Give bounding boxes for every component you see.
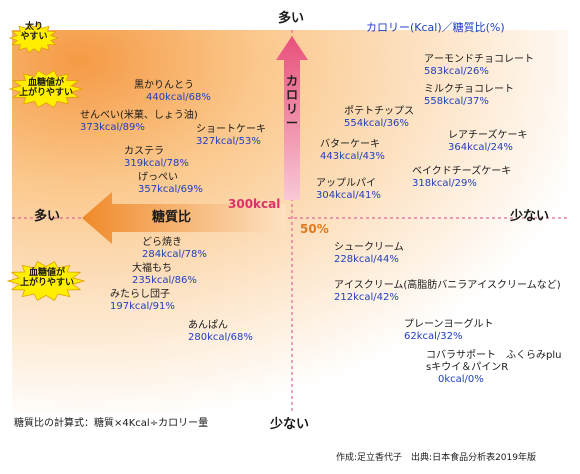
badge-label: 血糖値が上がりやすい <box>16 78 76 98</box>
food-value: 62kcal/32% <box>404 331 463 342</box>
badge-line: 太り <box>24 22 43 32</box>
food-label: どら焼き <box>142 237 182 248</box>
food-label: アップルパイ <box>316 178 376 189</box>
food-value: 284kcal/78% <box>142 249 207 260</box>
food-label: みたらし団子 <box>110 289 170 300</box>
food-value: 583kcal/26% <box>424 66 489 77</box>
food-label: アーモンドチョコレート <box>424 54 534 65</box>
food-label: せんべい(米菓、しょう油) <box>80 110 198 121</box>
food-label: シュークリーム <box>334 242 404 253</box>
food-label: レアチーズケーキ <box>448 130 528 141</box>
carb-center-label: 50% <box>300 222 329 236</box>
calorie-axis-title: カロリー <box>286 74 299 130</box>
carb-ratio-arrow <box>82 192 286 244</box>
food-label: 黒かりんとう <box>134 80 194 91</box>
food-value: 280kcal/68% <box>188 332 253 343</box>
food-value: 357kcal/69% <box>138 184 203 195</box>
food-value: 558kcal/37% <box>424 96 489 107</box>
food-value: 373kcal/89% <box>80 122 145 133</box>
food-label: バターケーキ <box>320 139 380 150</box>
axis-bottom-label: 少ない <box>270 417 310 432</box>
food-label: コバラサポート ふくらみplusキウイ＆パインR <box>426 350 562 373</box>
food-label: げっぺい <box>138 172 178 183</box>
badge-line: 血糖値が <box>28 268 65 278</box>
badge-line: 上がりやすい <box>18 88 73 98</box>
axis-top-label: 多い <box>278 11 305 26</box>
food-value: 212kcal/42% <box>334 292 399 303</box>
starburst-badge <box>8 69 84 109</box>
source-credit: 作成:足立香代子 出典:日本食品分析表2019年版 <box>336 453 536 463</box>
formula-text: 糖質比の計算式：糖質×4Kcal÷カロリー量 <box>14 418 209 429</box>
legend-text: カロリー(Kcal)／糖質比(%) <box>366 21 505 34</box>
food-value: 228kcal/44% <box>334 254 399 265</box>
food-value: 440kcal/68% <box>146 92 211 103</box>
food-label: 大福もち <box>132 263 172 274</box>
food-label: カステラ <box>124 146 164 157</box>
food-label: ミルクチョコレート <box>424 84 514 95</box>
food-value: 304kcal/41% <box>316 190 381 201</box>
calorie-center-label: 300kcal <box>228 197 281 211</box>
calorie-arrow <box>276 36 308 200</box>
badge-label: 太りやすい <box>16 22 52 42</box>
food-value: 443kcal/43% <box>320 151 385 162</box>
badge-line: 血糖値が <box>27 78 64 88</box>
food-value: 197kcal/91% <box>110 301 175 312</box>
axis-left-label: 多い <box>34 209 61 224</box>
food-label: ショートケーキ <box>196 124 266 135</box>
axis-right-label: 少ない <box>510 209 550 224</box>
food-label: あんぱん <box>188 320 228 331</box>
food-value: 327kcal/53% <box>196 136 261 147</box>
badge-line: 上がりやすい <box>19 278 74 288</box>
food-value: 235kcal/86% <box>132 275 197 286</box>
food-label: ベイクドチーズケーキ <box>412 166 512 177</box>
food-value: 318kcal/29% <box>412 178 477 189</box>
badge-label: 血糖値が上がりやすい <box>14 268 80 288</box>
starburst-badge <box>8 22 60 54</box>
food-value: 319kcal/78% <box>124 158 189 169</box>
food-label: プレーンヨーグルト <box>404 319 494 330</box>
starburst-badge <box>6 260 86 302</box>
food-value: 554kcal/36% <box>344 118 409 129</box>
food-value: 0kcal/0% <box>438 374 484 385</box>
carb-axis-title: 糖質比 <box>152 210 192 225</box>
food-value: 364kcal/24% <box>448 142 513 153</box>
food-label: ポテトチップス <box>344 106 414 117</box>
food-label: アイスクリーム(高脂肪バニラアイスクリームなど) <box>334 280 561 291</box>
badge-line: やすい <box>20 32 48 42</box>
